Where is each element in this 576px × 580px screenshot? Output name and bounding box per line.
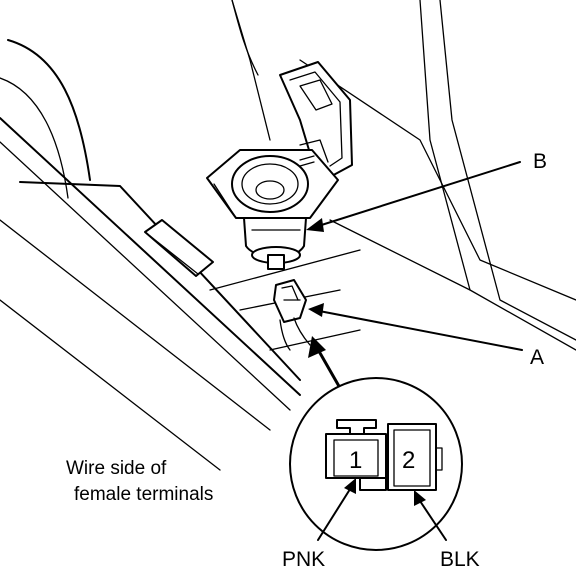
terminal-2-label: 2 — [402, 447, 415, 474]
connector-caption-line-2: female terminals — [74, 484, 213, 505]
wire-1-color: PNK — [282, 548, 325, 571]
callout-b-label: B — [533, 150, 547, 173]
terminal-1-label: 1 — [349, 447, 362, 474]
harness-connector — [273, 279, 311, 351]
zoom-arrow — [308, 336, 342, 390]
callout-a-leader — [308, 303, 523, 351]
connector-zoom-view — [289, 377, 463, 551]
power-socket — [206, 61, 353, 270]
callout-a-label: A — [530, 346, 544, 369]
connector-caption-line-1: Wire side of — [66, 458, 167, 479]
callout-b-leader — [306, 161, 521, 232]
wire-2-color: BLK — [440, 548, 480, 571]
console-outline — [0, 0, 576, 471]
wire-leaders — [317, 478, 447, 541]
